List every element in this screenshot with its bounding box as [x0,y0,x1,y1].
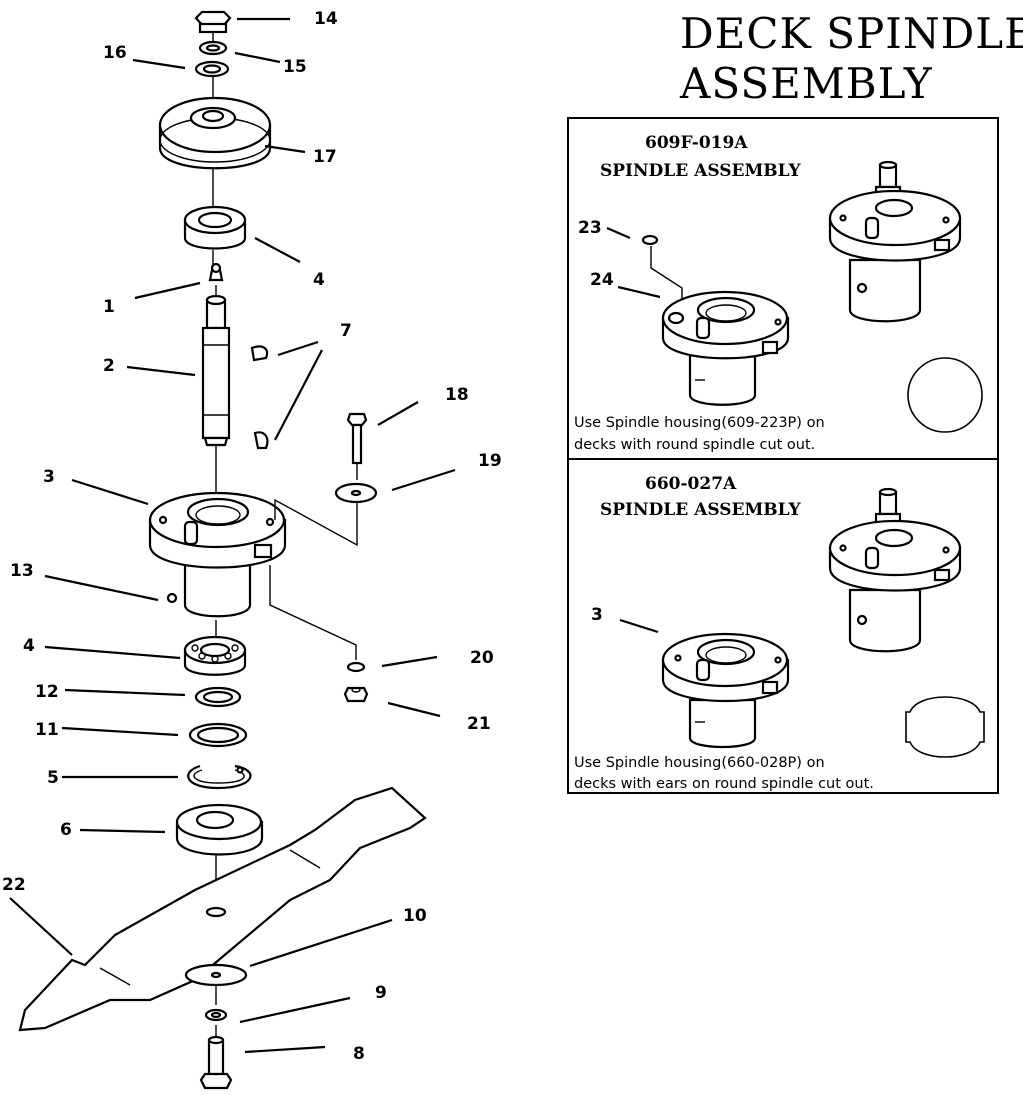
leader-lines [9,17,456,1054]
callout-22: 22 [2,875,26,895]
variant-bottom-part-number: 660-027A [645,474,737,494]
bearing-4-top [183,205,247,250]
callout-numbers: 14 15 16 17 4 1 7 2 18 19 3 13 4 20 12 2… [2,9,502,1064]
washer-16 [194,60,230,78]
callout-19: 19 [478,451,502,471]
callout-20: 20 [470,648,494,668]
round-cutout-icon [907,357,983,433]
lock-washer-15 [198,40,228,56]
washer-19 [334,482,378,504]
seal-12 [194,686,242,708]
pulley-17 [158,96,272,170]
assembled-spindle-top [828,160,962,323]
bolt-8 [199,1035,233,1090]
washer-23 [641,234,659,246]
callout-18: 18 [445,385,469,405]
leader-24 [617,285,661,299]
variant-bottom-note-2: decks with ears on round spindle cut out… [574,776,874,792]
callout-16: 16 [103,43,127,63]
box-callout-3: 3 [591,605,603,625]
spindle-shaft-2 [201,294,231,447]
bolt-18 [346,412,368,480]
variant-bottom-note-1: Use Spindle housing(660-028P) on [574,755,825,771]
housing-3-variant [661,632,790,749]
callout-21: 21 [467,714,491,734]
callout-4-bottom: 4 [23,636,35,656]
variant-top-note-2: decks with round spindle cut out. [574,437,815,453]
snap-ring-5 [187,764,252,790]
title-line-1: DECK SPINDLE [680,9,1023,58]
callout-10: 10 [403,906,427,926]
variant-top-part-number: 609F-019A [645,133,748,153]
blade-22 [18,786,427,1032]
key-7-upper [250,345,269,362]
nut-21 [343,686,369,703]
callout-7: 7 [340,321,352,341]
callout-14: 14 [314,9,338,29]
callout-3: 3 [43,467,55,487]
title-line-2: ASSEMBLY [679,59,933,108]
variant-660-027a: 660-027A SPINDLE ASSEMBLY 3 [574,474,985,792]
bearing-4-bottom [183,635,247,676]
callout-11: 11 [35,720,59,740]
callout-12: 12 [35,682,59,702]
key-7-lower [253,431,269,450]
callout-15: 15 [283,57,307,77]
callout-2: 2 [103,356,115,376]
bolt-path-line [274,498,358,547]
callout-17: 17 [313,147,337,167]
callout-5: 5 [47,768,59,788]
washer-10 [184,963,248,987]
leader-3-variant [619,618,659,634]
box-callout-23: 23 [578,218,602,238]
lock-washer-9 [204,1008,228,1022]
variant-bottom-name: SPINDLE ASSEMBLY [600,500,802,520]
zerk-13 [166,592,178,604]
callout-8: 8 [353,1044,365,1064]
callout-9: 9 [375,983,387,1003]
callout-6: 6 [60,820,72,840]
nut-path-line [269,565,357,660]
nut-14 [194,10,232,34]
eared-cutout-icon [905,696,985,758]
leader-23 [606,226,631,240]
assembly-variants-box [567,117,999,794]
variant-top-note-1: Use Spindle housing(609-223P) on [574,415,825,431]
washer-11 [188,722,248,748]
washer-20 [346,661,366,673]
spindle-housing-3 [148,491,287,618]
variant-609f-019a: 609F-019A SPINDLE ASSEMBLY 23 24 [574,133,983,453]
callout-4-top: 4 [313,270,325,290]
housing-24 [661,290,790,406]
callout-1: 1 [103,297,115,317]
variant-top-name: SPINDLE ASSEMBLY [600,161,802,181]
callout-13: 13 [10,561,34,581]
blade-adapter-6 [175,803,264,856]
box-callout-24: 24 [590,270,614,290]
grease-fitting-1 [208,262,224,282]
assembled-spindle-bottom [828,487,962,653]
